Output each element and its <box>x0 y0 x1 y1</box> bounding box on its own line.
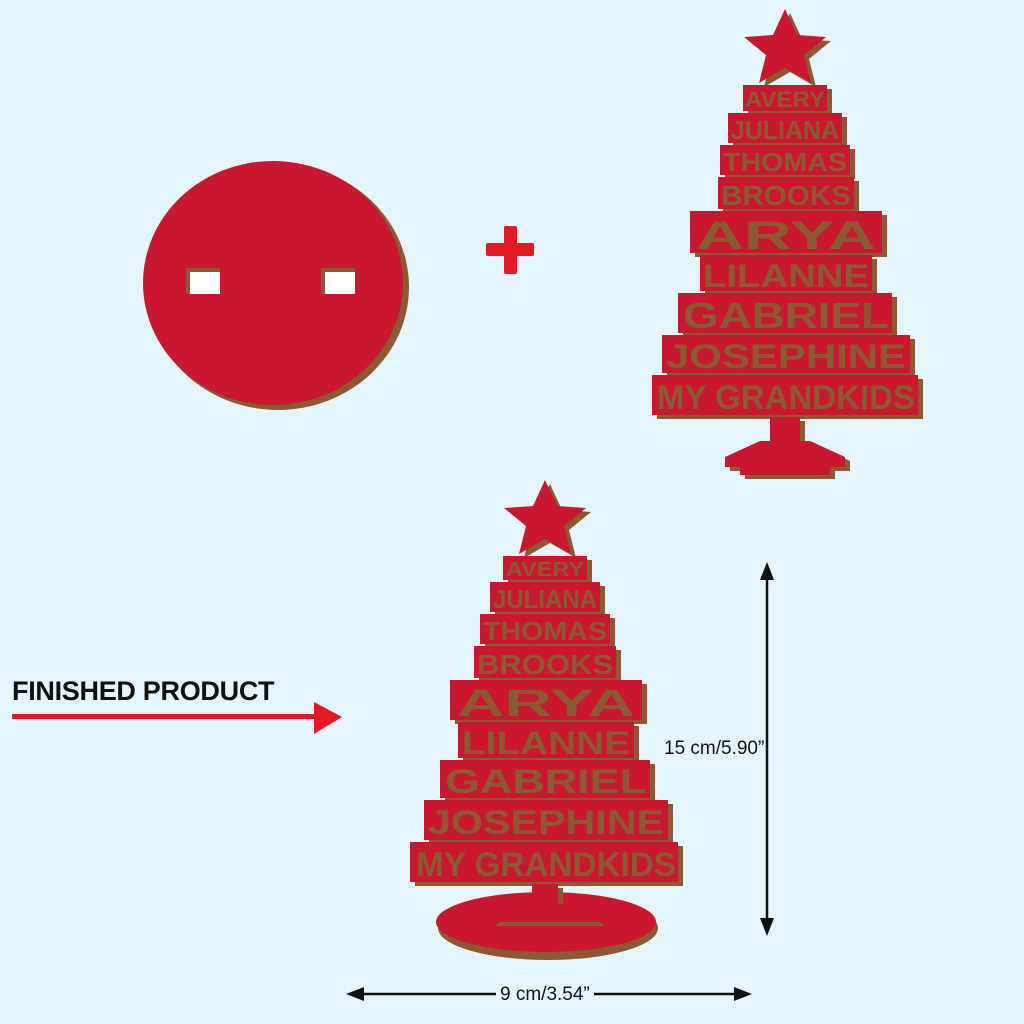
tree-name-arya: ARYA <box>696 214 876 258</box>
tree-name-josephine: JOSEPHINE <box>666 338 906 376</box>
assembled-name-my-grandkids: MY GRANDKIDS <box>416 846 676 884</box>
assembled-name-josephine: JOSEPHINE <box>428 804 664 842</box>
tree-name-my-grandkids: MY GRANDKIDS <box>657 379 915 417</box>
width-label: 9 cm/3.54” <box>496 984 594 1006</box>
tree-name-brooks: BROOKS <box>721 180 851 211</box>
tree-name-avery: AVERY <box>745 87 825 112</box>
tree-piece: AVERY JULIANA THOMAS BROOKS ARYA LILANNE… <box>640 5 930 483</box>
assembled-name-brooks: BROOKS <box>477 649 613 680</box>
assembled-tree: AVERY JULIANA THOMAS BROOKS ARYA LILANNE… <box>400 476 690 976</box>
height-dimension-arrow <box>760 562 774 936</box>
tree-name-thomas: THOMAS <box>723 147 847 177</box>
tree-name-lilanne: LILANNE <box>703 258 869 294</box>
height-label: 15 cm/5.90” <box>664 738 765 759</box>
assembled-name-lilanne: LILANNE <box>462 725 630 761</box>
finished-product-label: FINISHED PRODUCT <box>12 676 275 706</box>
assembled-name-juliana: JULIANA <box>493 584 597 614</box>
tree-name-juliana: JULIANA <box>731 115 839 145</box>
assembled-name-arya: ARYA <box>457 683 635 725</box>
plus-icon <box>486 226 534 274</box>
round-base-piece <box>143 161 409 410</box>
arrow-right-icon <box>12 702 342 734</box>
assembled-name-thomas: THOMAS <box>483 616 607 646</box>
assembled-name-avery: AVERY <box>506 559 585 581</box>
tree-name-gabriel: GABRIEL <box>683 295 889 336</box>
assembled-name-gabriel: GABRIEL <box>445 763 647 801</box>
